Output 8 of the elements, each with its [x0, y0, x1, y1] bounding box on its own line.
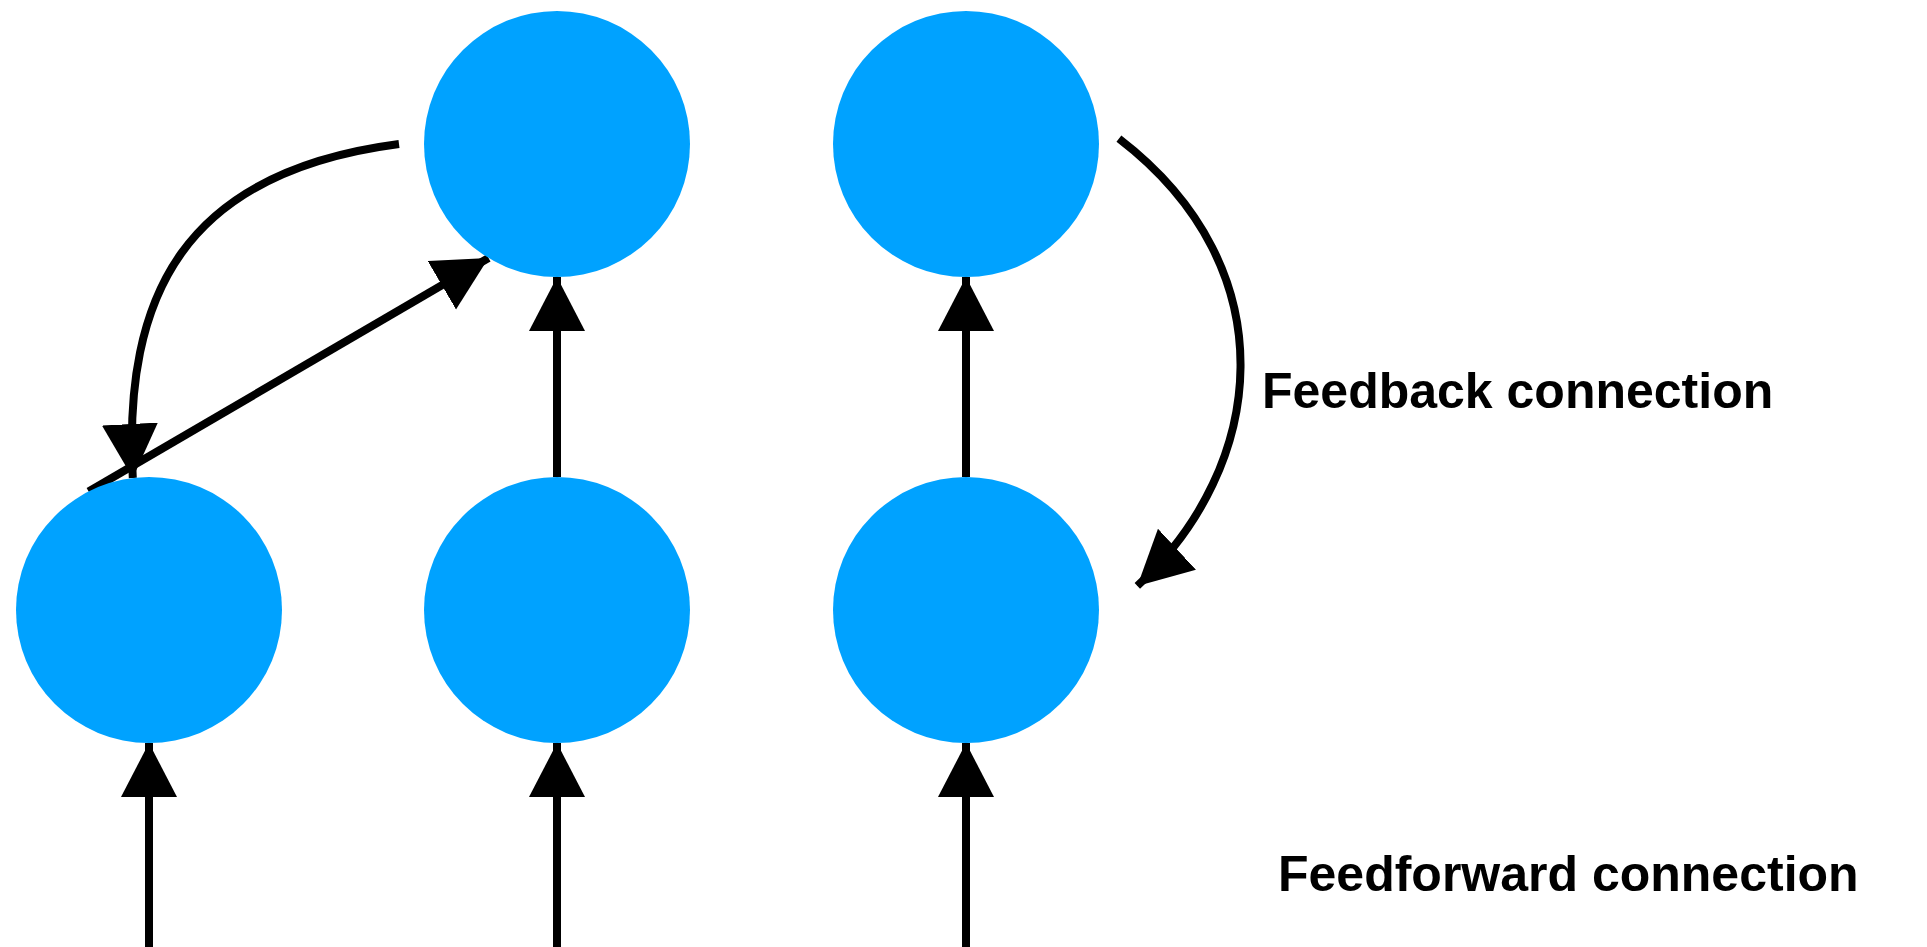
connection-label: Feedforward connection	[1278, 845, 1859, 903]
arrow	[121, 743, 177, 947]
arrow	[938, 743, 994, 947]
arrow	[529, 277, 585, 477]
arrow	[529, 743, 585, 947]
arrow	[938, 277, 994, 477]
curved-arrow	[103, 140, 400, 479]
connection-label: Feedback connection	[1262, 362, 1774, 420]
